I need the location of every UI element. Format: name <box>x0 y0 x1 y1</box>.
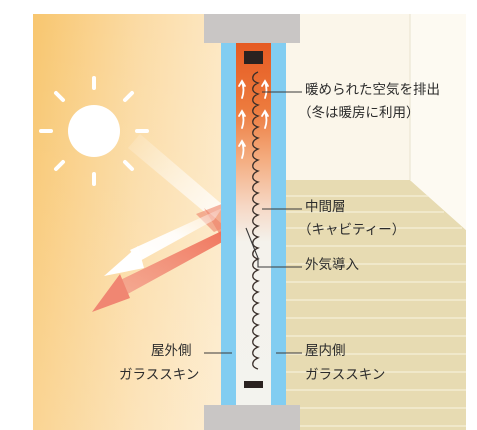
cavity-label-line1: 中間層 <box>305 199 346 215</box>
cavity-blind <box>252 71 260 370</box>
warm-air-arrows <box>238 79 269 159</box>
outer-glass-skin <box>221 43 236 405</box>
inner-skin-label-line2: ガラススキン <box>305 367 386 383</box>
reflected-heat-arrow <box>92 226 232 312</box>
intake-label: 外気導入 <box>305 257 359 273</box>
inner-skin-label-line1: 屋内側 <box>305 343 346 359</box>
top-slab <box>204 14 300 43</box>
cavity-label-line2: （キャビティー） <box>298 222 406 238</box>
indoor-room <box>286 14 466 430</box>
bottom-slab <box>204 405 300 430</box>
outdoor-sky <box>33 14 223 430</box>
inner-glass-skin <box>271 43 286 405</box>
exhaust-label-line1: 暖められた空気を排出 <box>305 82 440 98</box>
wood-floor-lines <box>286 195 466 427</box>
sun-icon <box>39 76 149 186</box>
exhaust-label-line2: （冬は暖房に利用） <box>298 105 420 121</box>
reflected-light-arrow <box>104 208 222 276</box>
outer-skin-label-line1: 屋外側 <box>151 343 192 359</box>
exhaust-vent <box>244 51 263 64</box>
leader-lines <box>204 91 302 354</box>
intake-vent <box>244 381 263 388</box>
outer-skin-label-line2: ガラススキン <box>119 367 200 383</box>
